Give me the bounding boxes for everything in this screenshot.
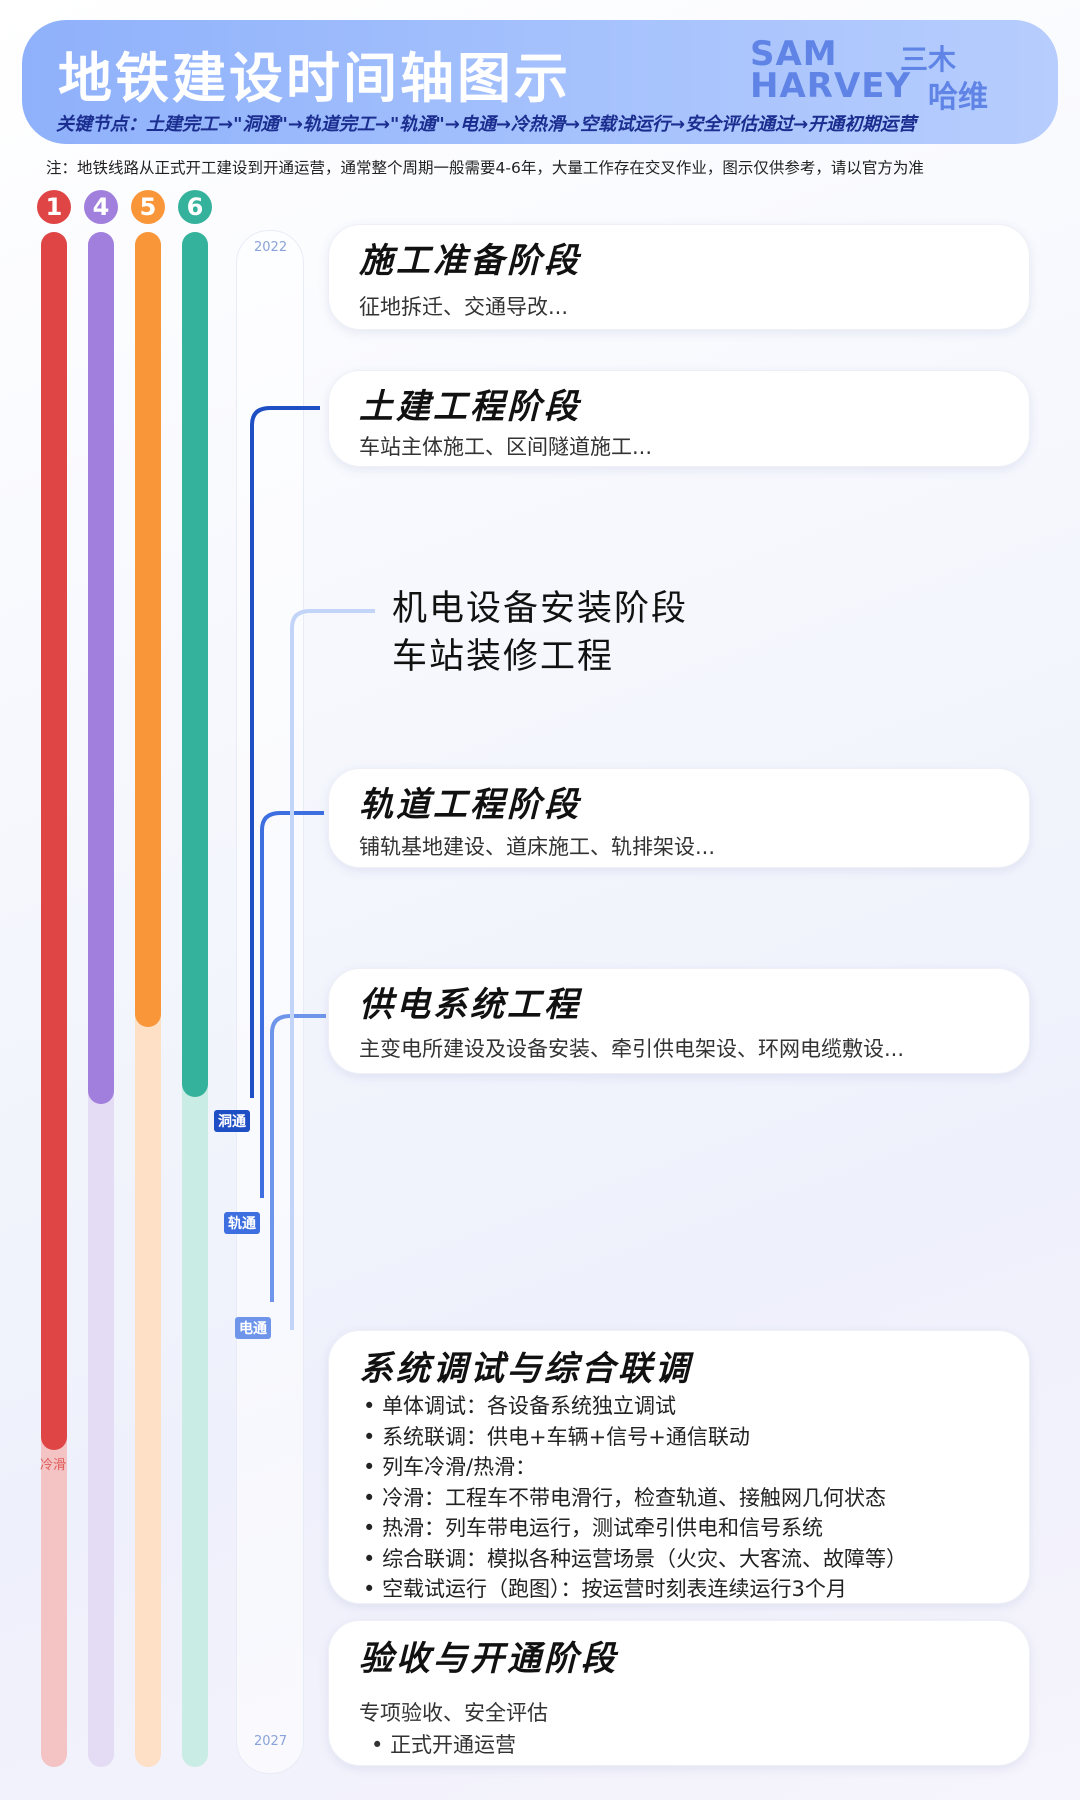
- list-item: 列车冷滑/热滑：: [363, 1452, 907, 1483]
- stage-desc: 专项验收、安全评估: [359, 1701, 548, 1725]
- stage-card-track: 轨道工程阶段 铺轨基地建设、道床施工、轨排架设...: [328, 768, 1030, 868]
- disclaimer-note: 注：地铁线路从正式开工建设到开通运营，通常整个周期一般需要4-6年，大量工作存在…: [46, 159, 924, 177]
- end-year-label: 2027: [254, 1734, 288, 1749]
- stage-title: 系统调试与综合联调: [359, 1349, 692, 1389]
- stage-title: 供电系统工程: [359, 985, 581, 1025]
- decoration-stage-title: 车站装修工程: [392, 637, 615, 677]
- start-year-label: 2022: [254, 240, 288, 255]
- stage-card-testing: 系统调试与综合联调 单体调试：各设备系统独立调试 系统联调：供电+车辆+信号+通…: [328, 1330, 1030, 1604]
- stage-card-acceptance: 验收与开通阶段 专项验收、安全评估 • 正式开通运营: [328, 1620, 1030, 1766]
- stage-desc: 征地拆迁、交通导改...: [359, 295, 569, 319]
- stage-card-civil: 土建工程阶段 车站主体施工、区间隧道施工...: [328, 370, 1030, 467]
- list-item: 热滑：列车带电运行，测试牵引供电和信号系统: [363, 1513, 907, 1544]
- stage-title: 轨道工程阶段: [359, 785, 581, 825]
- stage-title: 施工准备阶段: [359, 241, 581, 281]
- line-5-bar-progress: [135, 232, 161, 1027]
- tunnel-milestone-tag: 洞通: [214, 1110, 250, 1132]
- list-item: 冷滑：工程车不带电滑行，检查轨道、接触网几何状态: [363, 1483, 907, 1514]
- list-item: 空载试运行（跑图）：按运营时刻表连续运行3个月: [363, 1574, 907, 1605]
- stage-desc: 铺轨基地建设、道床施工、轨排架设...: [359, 835, 716, 859]
- line-1-bar-progress: [41, 232, 67, 1450]
- logo-chinese-2: 哈维: [928, 80, 988, 115]
- list-item: 单体调试：各设备系统独立调试: [363, 1391, 907, 1422]
- line-1-badge: 1: [37, 190, 71, 224]
- stage-desc: 车站主体施工、区间隧道施工...: [359, 435, 653, 459]
- line-4-bar-progress: [88, 232, 114, 1104]
- logo-english: SAM HARVEY: [750, 34, 912, 106]
- stage-title: 土建工程阶段: [359, 387, 581, 427]
- stage-card-power: 供电系统工程 主变电所建设及设备安装、牵引供电架设、环网电缆敷设...: [328, 968, 1030, 1074]
- brand-logo: SAM HARVEY 三木 哈维: [750, 34, 1040, 115]
- stage-bullet: • 正式开通运营: [371, 1733, 517, 1757]
- header-banner: 地铁建设时间轴图示 关键节点：土建完工→"洞通"→轨道完工→"轨通"→电通→冷热…: [22, 20, 1058, 144]
- line-6-badge: 6: [178, 190, 212, 224]
- cold-slide-label: 冷滑: [40, 1458, 67, 1473]
- line-4-badge: 4: [84, 190, 118, 224]
- stage-title: 验收与开通阶段: [359, 1639, 618, 1679]
- mep-stage-title: 机电设备安装阶段: [392, 589, 689, 629]
- list-item: 综合联调：模拟各种运营场景（火灾、大客流、故障等）: [363, 1544, 907, 1575]
- logo-chinese-1: 三木: [900, 43, 957, 76]
- power-milestone-tag: 电通: [235, 1317, 271, 1339]
- stage-desc: 主变电所建设及设备安装、牵引供电架设、环网电缆敷设...: [359, 1037, 905, 1061]
- list-item: 系统联调：供电+车辆+信号+通信联动: [363, 1422, 907, 1453]
- page-title: 地铁建设时间轴图示: [58, 47, 571, 110]
- line-5-badge: 5: [131, 190, 165, 224]
- key-nodes-text: 关键节点：土建完工→"洞通"→轨道完工→"轨通"→电通→冷热滑→空载试运行→安全…: [56, 114, 917, 135]
- track-milestone-tag: 轨通: [224, 1212, 260, 1234]
- stage-card-prep: 施工准备阶段 征地拆迁、交通导改...: [328, 224, 1030, 330]
- line-6-bar-progress: [182, 232, 208, 1097]
- testing-bullet-list: 单体调试：各设备系统独立调试 系统联调：供电+车辆+信号+通信联动 列车冷滑/热…: [363, 1391, 907, 1605]
- year-track: [236, 230, 304, 1774]
